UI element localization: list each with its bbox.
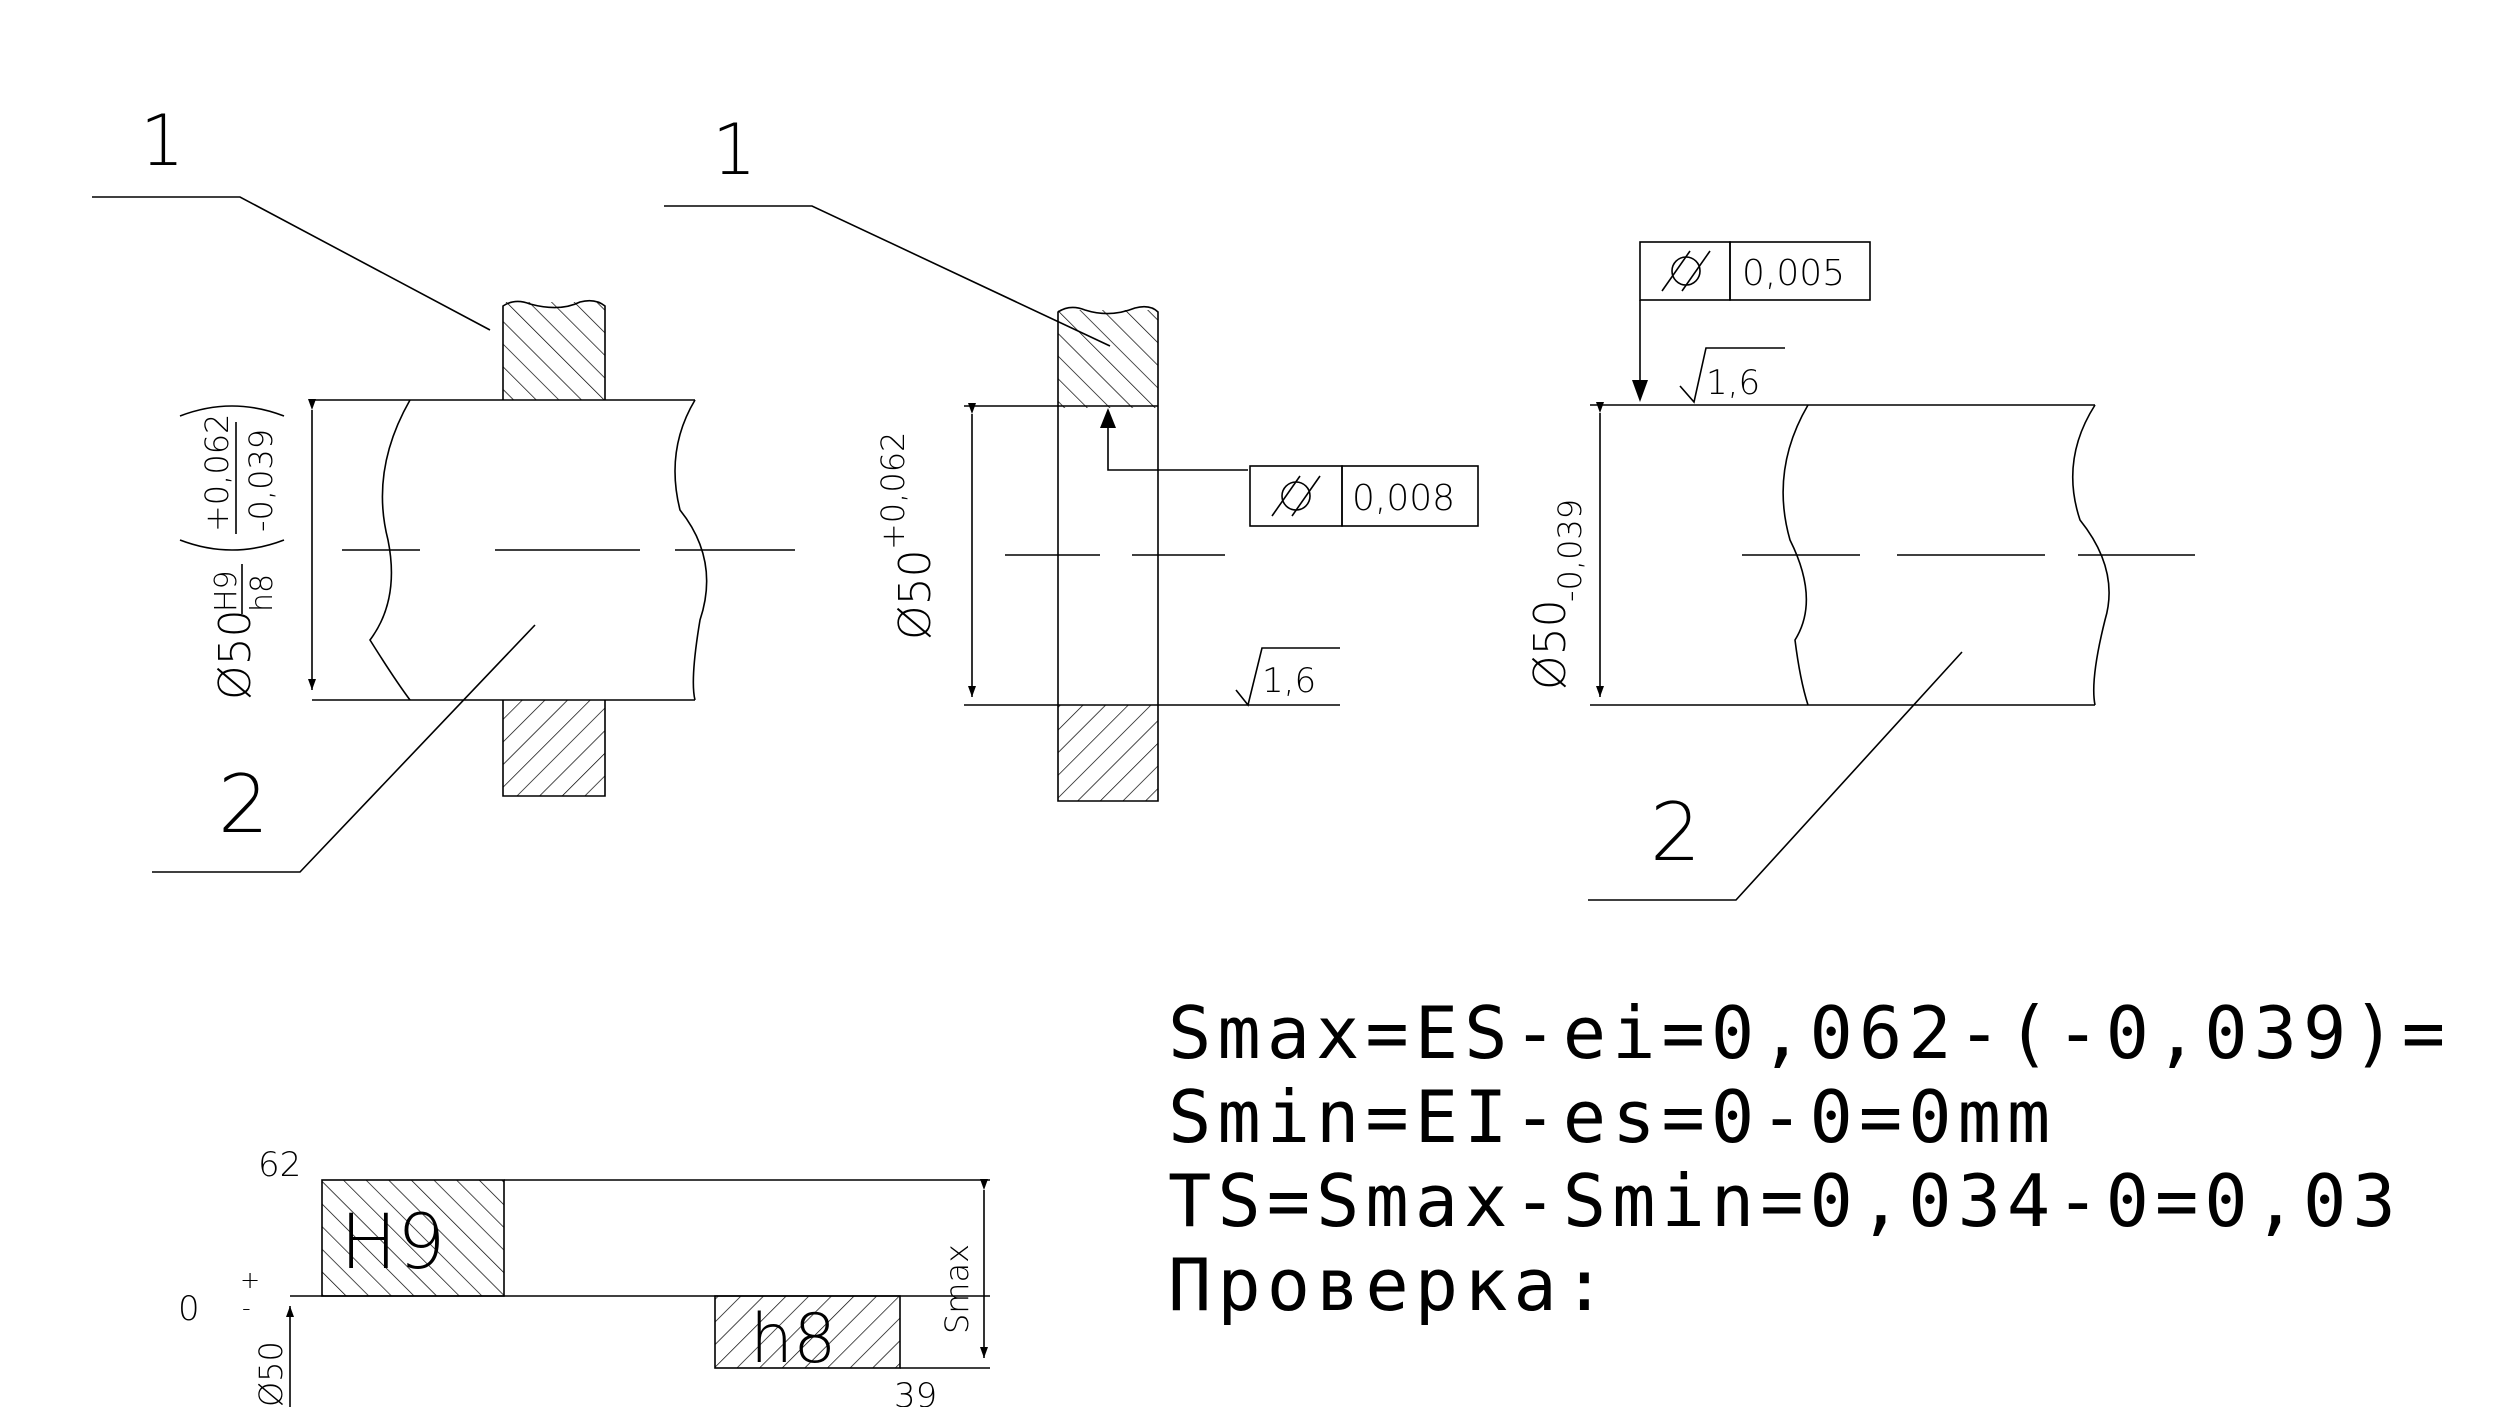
scheme-zero: 0 <box>178 1289 200 1329</box>
scheme-minus: - <box>242 1294 251 1322</box>
scheme-plus: + <box>240 1266 260 1294</box>
scheme-upper-dev: 62 <box>258 1145 301 1185</box>
assembly-dimension-text: Ø50 H9 h8 +0,062 -0,039 <box>179 405 285 700</box>
assembly-view: Ø50 H9 h8 +0,062 -0,039 1 2 <box>92 100 795 873</box>
shaft-tolerance-frame: 0,005 <box>1632 241 1871 402</box>
tolerance-scheme: H9 h8 62 0 + - 39 Smax Ø50 <box>178 1145 990 1407</box>
shaft-outline <box>312 399 708 701</box>
hole-upper-dev: +0,062 <box>874 432 912 550</box>
scheme-lower-dev: 39 <box>894 1376 937 1407</box>
hole-dia: Ø50 <box>890 549 941 640</box>
calc-line-smin: Smin=EI-es=0-0=0mm <box>1168 1075 2056 1159</box>
cylindricity-icon <box>1661 250 1711 292</box>
shaft-lower-dev: -0,039 <box>1551 499 1589 602</box>
leader-pos2-a: 2 <box>152 624 536 873</box>
hole-dimension-text: Ø50 +0,062 <box>874 432 941 640</box>
pos1-label-b: 1 <box>712 109 757 191</box>
scheme-hole-field: H9 <box>340 1197 446 1286</box>
hole-roughness: 1,6 <box>1235 647 1340 707</box>
calculations-block: Smax=ES-ei=0,062-(-0,039)= Smin=EI-es=0-… <box>1168 991 2451 1327</box>
scheme-smax-label: Smax <box>938 1244 976 1334</box>
bushing-upper-section <box>502 299 606 400</box>
pos2-label-a: 2 <box>218 758 269 851</box>
shaft-roughness: 1,6 <box>1679 347 1785 404</box>
calc-line-smax: Smax=ES-ei=0,062-(-0,039)= <box>1168 991 2451 1075</box>
assembly-hole-fit: H9 <box>209 570 244 612</box>
assembly-upper-dev: +0,062 <box>198 414 236 532</box>
leader-pos2-b: 2 <box>1588 651 1963 901</box>
scheme-dia-label: Ø50 <box>252 1341 290 1407</box>
pos2-label-b: 2 <box>1650 786 1701 879</box>
shaft-view: Ø50 -0,039 0,005 1,6 2 <box>1525 241 2195 901</box>
hole-tolerance-value: 0,008 <box>1352 478 1455 519</box>
pos1-label-a: 1 <box>140 100 185 182</box>
shaft-tolerance-value: 0,005 <box>1742 253 1845 294</box>
shaft-dia: Ø50 <box>1525 599 1576 690</box>
assembly-lower-dev: -0,039 <box>242 429 280 532</box>
bushing-lower-section <box>502 700 606 797</box>
assembly-dia: Ø50 <box>210 609 261 700</box>
hole-roughness-value: 1,6 <box>1262 661 1316 701</box>
cylindricity-icon <box>1271 475 1321 517</box>
leader-pos1-b: 1 <box>664 109 1111 347</box>
leader-pos1-a: 1 <box>92 100 491 331</box>
assembly-shaft-fit: h8 <box>245 574 280 612</box>
hole-view: Ø50 +0,062 0,008 1,6 1 <box>664 109 1479 802</box>
scheme-shaft-field: h8 <box>750 1300 836 1379</box>
shaft-dimension-text: Ø50 -0,039 <box>1525 499 1589 690</box>
shaft-roughness-value: 1,6 <box>1706 363 1760 403</box>
calc-line-ts: TS=Smax-Smin=0,034-0=0,03 <box>1168 1159 2402 1243</box>
hole-tolerance-frame: 0,008 <box>1100 408 1479 527</box>
calc-line-check: Проверка: <box>1168 1243 1612 1327</box>
